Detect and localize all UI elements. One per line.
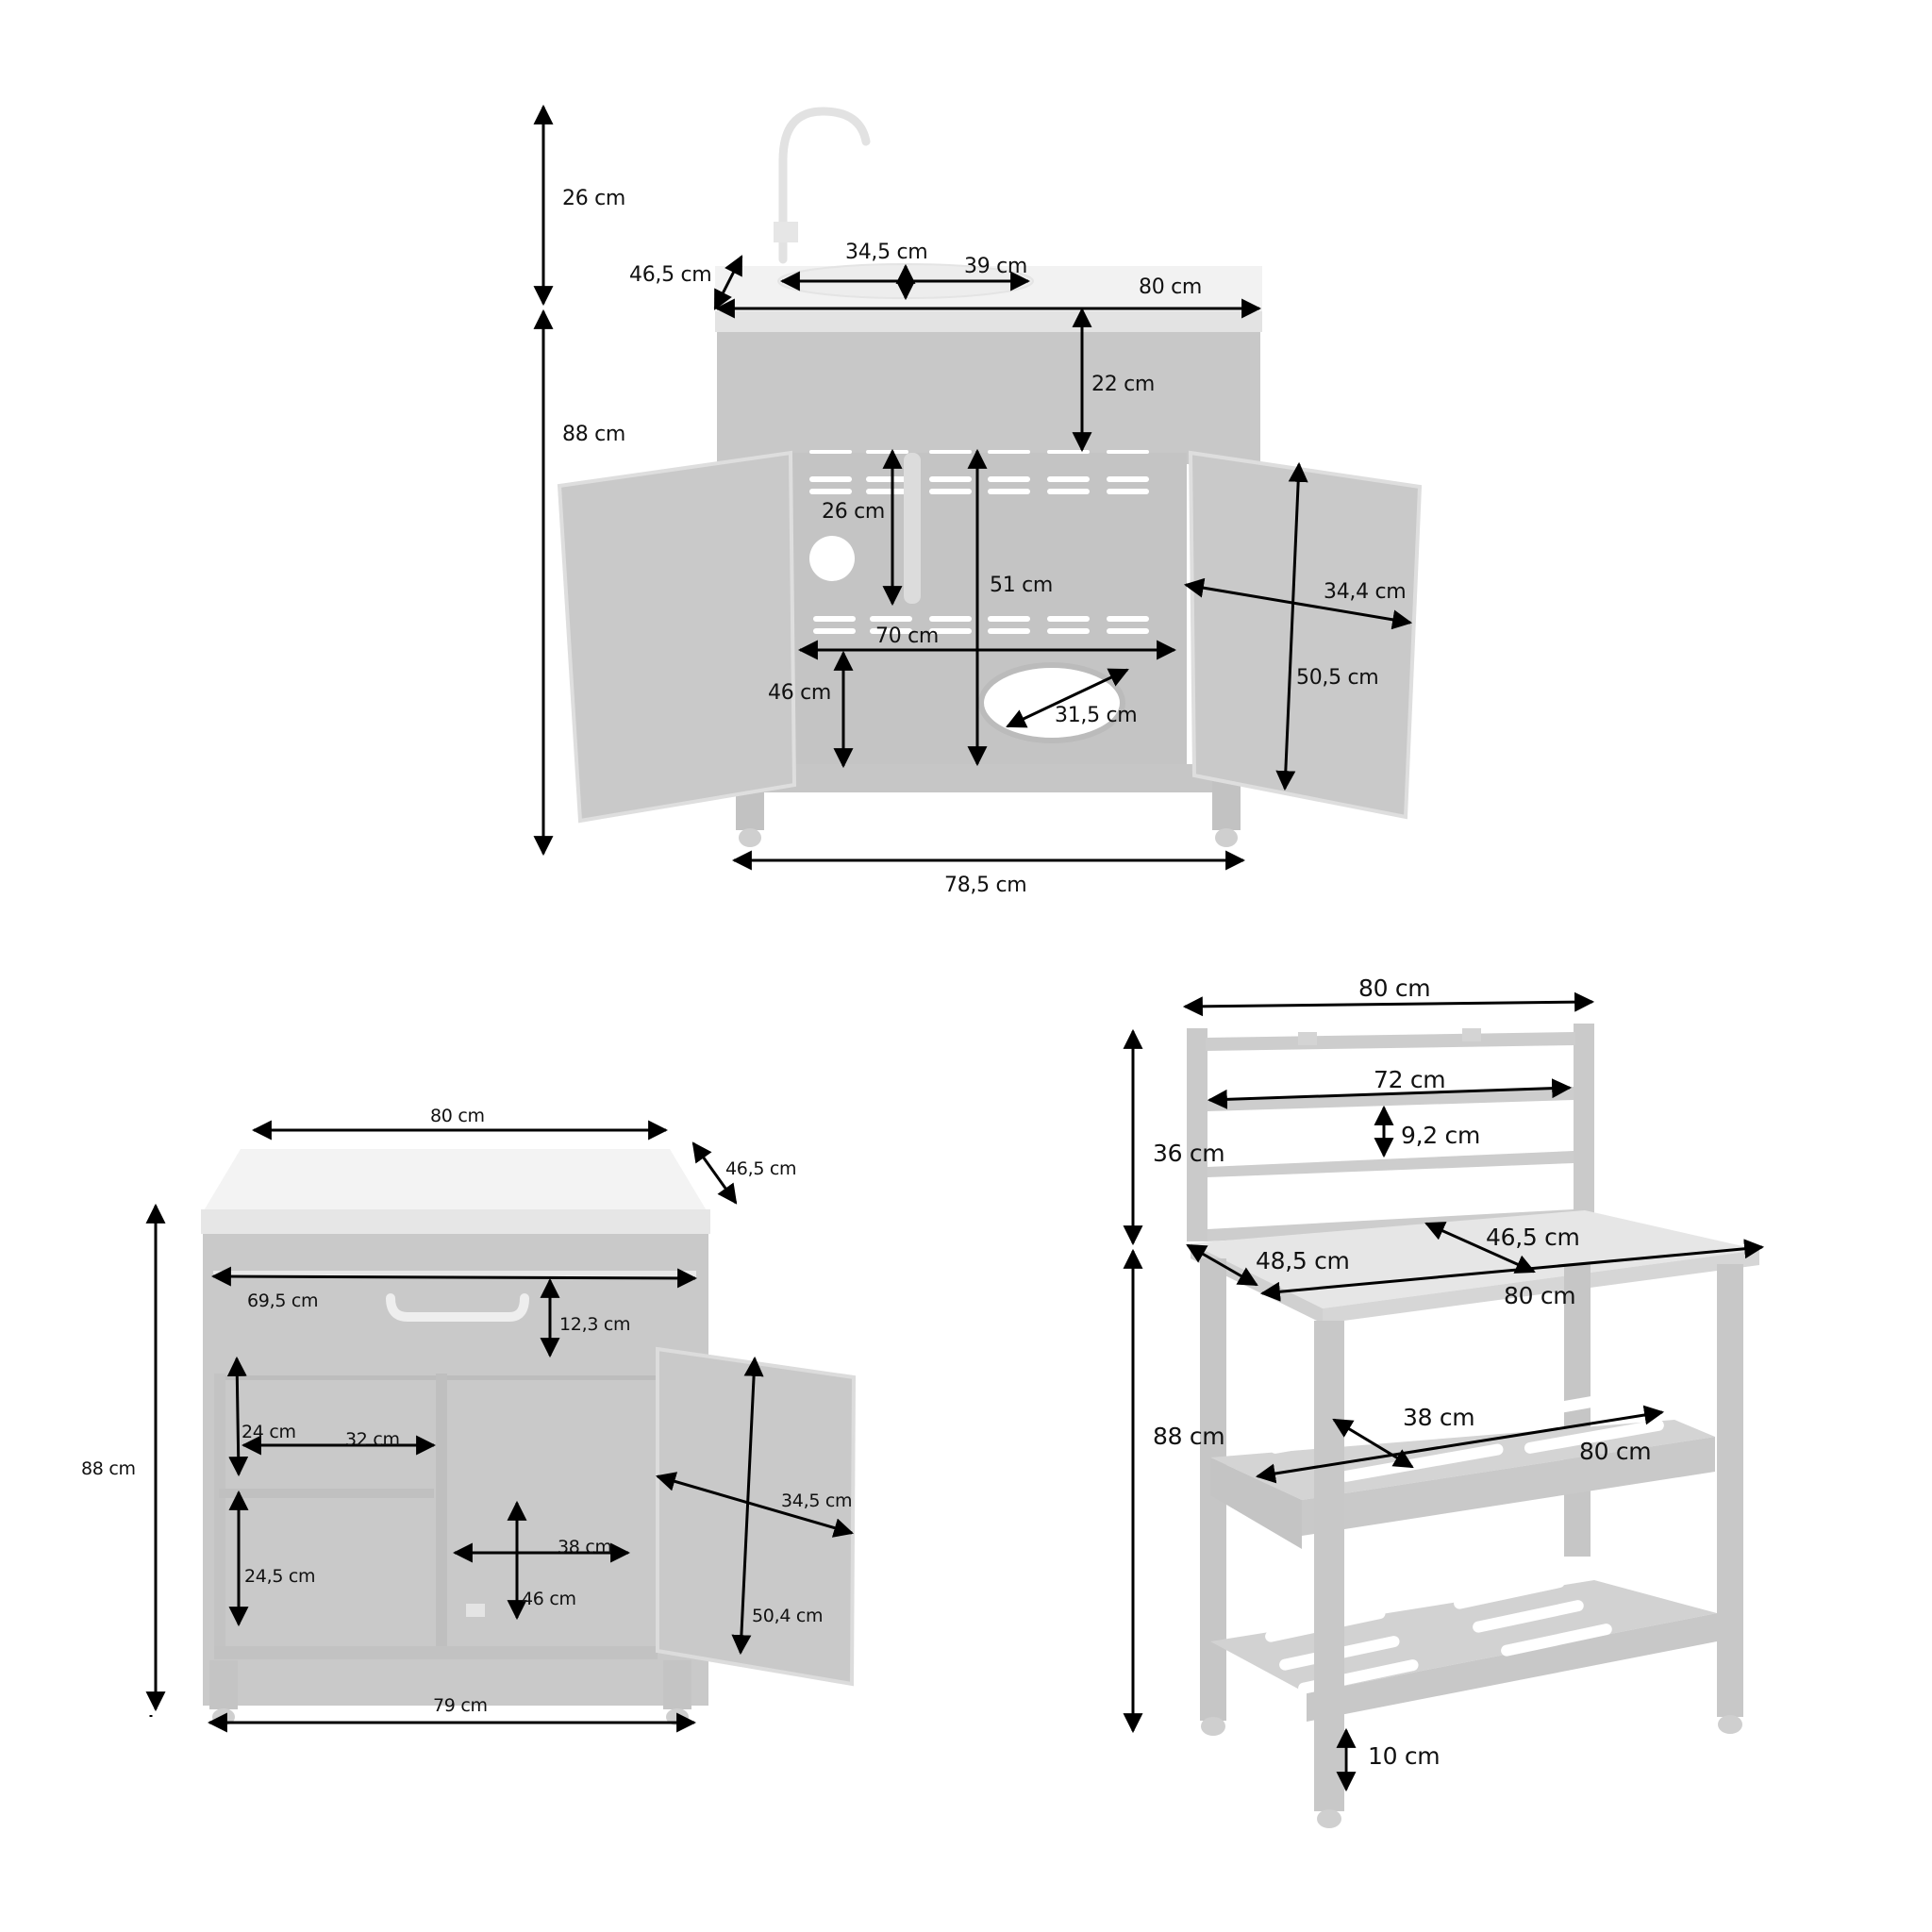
sink-unit-drawing xyxy=(533,104,1423,871)
shelf-backrest-height-label: 36 cm xyxy=(1153,1140,1225,1167)
front-leg xyxy=(1717,1264,1743,1717)
faucet-icon xyxy=(774,107,871,264)
backrest-post xyxy=(1187,1028,1208,1241)
shelf-top-depth-label: 46,5 cm xyxy=(1486,1224,1580,1251)
drawer-leg-span-label: 79 cm xyxy=(433,1695,488,1716)
shelf-unit-drawing xyxy=(1123,991,1765,1828)
shelf-table-height-label: 88 cm xyxy=(1153,1423,1225,1450)
upper-compartment-height-label: 24 cm xyxy=(242,1422,296,1442)
right-door xyxy=(1188,450,1423,820)
sink-interior-height-label: 51 cm xyxy=(990,574,1054,597)
sink-shelf-clearance-label: 46 cm xyxy=(768,681,832,705)
sink-depth-label: 46,5 cm xyxy=(629,263,712,287)
shelf-rail-spacing-label: 9,2 cm xyxy=(1401,1122,1481,1149)
sink-interior-width-label: 70 cm xyxy=(875,625,940,648)
sink-faucet-height-label: 26 cm xyxy=(562,187,626,210)
right-compartment-height-label: 46 cm xyxy=(522,1589,576,1609)
sink-door-width-label: 34,4 cm xyxy=(1324,580,1407,604)
front-leg xyxy=(1314,1321,1344,1811)
shelf-depth-label: 38 cm xyxy=(1403,1404,1475,1431)
compartment-width-label: 32 cm xyxy=(345,1429,400,1450)
sink-cabinet-height-label: 88 cm xyxy=(562,423,626,446)
sink-apron-height-label: 22 cm xyxy=(1091,373,1156,396)
drawer-door-width-label: 34,5 cm xyxy=(781,1491,853,1511)
shelf-foot-height-label: 10 cm xyxy=(1368,1742,1441,1770)
sink-basin-depth-label: 34,5 cm xyxy=(845,241,928,264)
sink-cabinet-apron xyxy=(717,332,1260,464)
sink-door-height-label: 50,5 cm xyxy=(1296,666,1379,690)
shelf-side-depth-label: 48,5 cm xyxy=(1256,1247,1350,1274)
drawer-height-label: 88 cm xyxy=(81,1458,136,1479)
sink-drain-height-label: 26 cm xyxy=(822,500,886,524)
drawer-height-inner-label: 12,3 cm xyxy=(559,1314,631,1335)
right-compartment-width-label: 38 cm xyxy=(558,1537,612,1557)
sink-gas-hole-label: 31,5 cm xyxy=(1055,704,1138,727)
drawer-door-height-label: 50,4 cm xyxy=(752,1606,824,1626)
vent-slots xyxy=(809,450,1149,634)
gas-bottle-ring xyxy=(978,662,1125,743)
shelf-rail-width-label: 72 cm xyxy=(1374,1066,1446,1093)
shelf-table-width-label: 80 cm xyxy=(1504,1282,1576,1309)
shelf-width-label: 80 cm xyxy=(1579,1438,1652,1465)
sink-top-width-label: 80 cm xyxy=(1139,275,1203,299)
inner-shelf xyxy=(219,1489,434,1498)
backrest-post xyxy=(1574,1024,1594,1237)
drain-pipe xyxy=(904,453,921,604)
sink-leg-span-label: 78,5 cm xyxy=(944,874,1027,897)
drawer-unit-door xyxy=(656,1346,857,1687)
drawer-unit-countertop xyxy=(203,1149,708,1212)
pipe-hole xyxy=(809,536,855,581)
lower-compartment-height-label: 24,5 cm xyxy=(244,1566,316,1587)
drawer-handle xyxy=(386,1293,529,1322)
shelf-top-width-label: 80 cm xyxy=(1358,974,1431,1002)
sink-basin-width-label: 39 cm xyxy=(964,255,1028,278)
left-door xyxy=(557,450,797,824)
drawer-unit-drawing xyxy=(145,1120,857,1733)
drawer-depth-label: 46,5 cm xyxy=(725,1158,797,1179)
drawer-top-width-label: 80 cm xyxy=(430,1106,485,1126)
drawer-width-label: 69,5 cm xyxy=(247,1291,319,1311)
